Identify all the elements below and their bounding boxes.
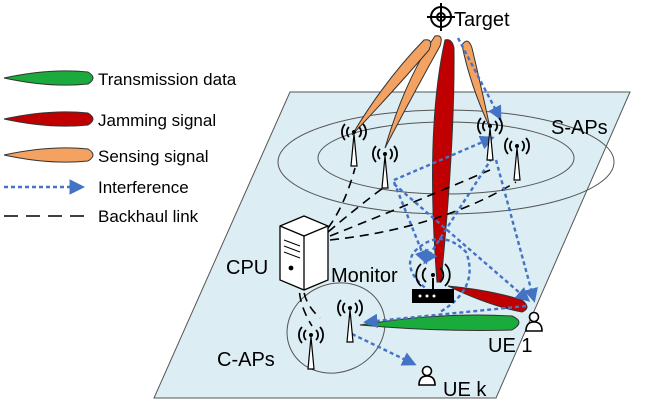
legend-backhaul-label: Backhaul link (98, 207, 199, 226)
sensing-beam (461, 40, 491, 129)
cpu-label: CPU (226, 257, 268, 279)
monitor-device-icon (412, 263, 454, 303)
legend-sensing-label: Sensing signal (98, 147, 209, 166)
s-aps-label: S-APs (551, 117, 608, 139)
sensing-beam (351, 39, 432, 136)
jamming-beam (447, 285, 528, 313)
legend: Transmission data Jamming signal Sensing… (3, 70, 237, 226)
ue1-label: UE 1 (488, 335, 532, 357)
server-icon (279, 215, 329, 291)
legend-transmission-swatch (3, 70, 94, 86)
legend-sensing-swatch (3, 147, 94, 163)
monitor-label: Monitor (331, 265, 398, 287)
uek-label: UE k (443, 379, 487, 401)
c-aps-label: C-APs (217, 349, 275, 371)
legend-jamming-label: Jamming signal (98, 111, 216, 130)
legend-jamming-swatch (3, 111, 94, 127)
target-icon (427, 3, 455, 31)
c-ap-cluster (286, 282, 386, 374)
legend-interference-label: Interference (98, 178, 189, 197)
interference-links (351, 37, 538, 366)
target-label: Target (454, 9, 510, 31)
legend-transmission-label: Transmission data (98, 70, 237, 89)
sensing-beam (384, 35, 442, 149)
